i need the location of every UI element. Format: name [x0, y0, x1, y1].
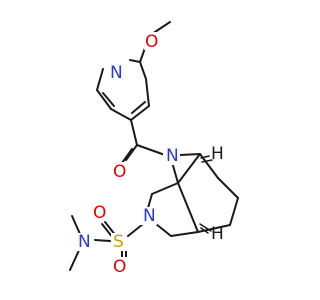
methoxy-oxygen-label: O — [145, 32, 158, 52]
sulfonyl-oxygen-upper-label: O — [93, 203, 106, 223]
carbonyl-oxygen-label: O — [113, 162, 126, 182]
upper-hydrogen-label: H — [211, 144, 224, 164]
bridge-nitrogen-label: N — [166, 146, 179, 166]
stereo-hash-bonds — [199, 155, 213, 234]
lower-hydrogen-label: H — [211, 224, 224, 244]
pyridine-nitrogen-label: N — [110, 63, 123, 83]
sulfur-label: S — [113, 232, 124, 252]
bonds — [69, 21, 239, 271]
sulfonyl-oxygen-lower-label: O — [113, 257, 126, 277]
ring-nitrogen-label: N — [143, 206, 156, 226]
molecule-structure: N O O N H H N S O O N — [69, 21, 239, 277]
atom-labels: N O O N H H N S O O N — [76, 32, 224, 277]
molecule-canvas: N O O N H H N S O O N — [69, 21, 239, 277]
dimethyl-nitrogen-label: N — [78, 232, 91, 252]
